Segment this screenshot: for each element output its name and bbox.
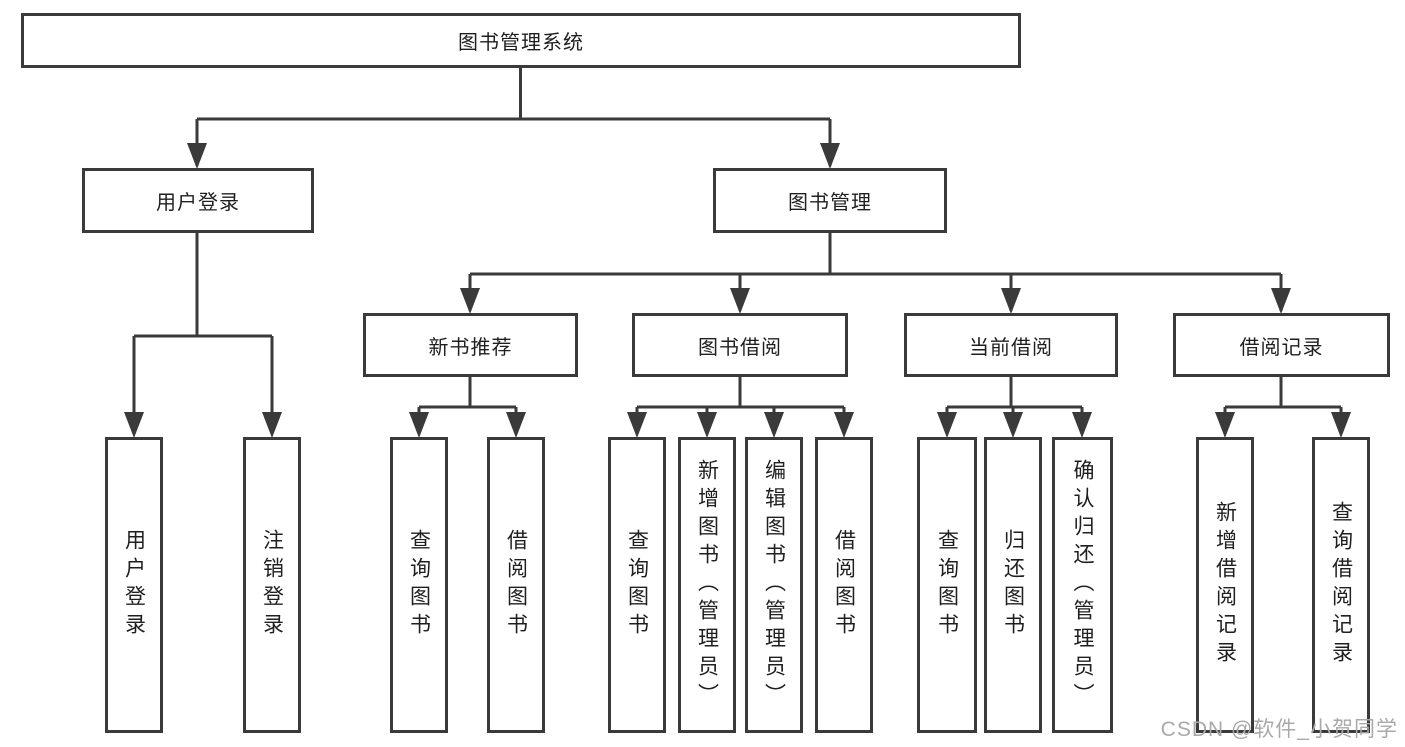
connector-book-borrowing-branch: [635, 376, 846, 434]
arrowhead: [627, 412, 647, 438]
connector-root-to-level1: [195, 68, 832, 166]
node-label: 查询图书: [935, 529, 959, 641]
leaf-confirm-return-admin: 确认归还（管理员）: [1052, 437, 1113, 733]
node-label: 确认归还（管理员）: [1071, 459, 1094, 711]
node-borrow-records: 借阅记录: [1173, 313, 1390, 377]
arrowhead: [820, 143, 840, 169]
arrowhead: [730, 288, 750, 314]
connector-borrow-records-branch: [1223, 376, 1343, 434]
arrowhead: [1072, 412, 1092, 438]
arrowheads: [124, 143, 1351, 438]
arrowhead: [124, 412, 144, 438]
arrowhead: [834, 412, 854, 438]
node-label: 查询图书: [625, 529, 649, 641]
node-label: 图书借阅: [698, 336, 782, 359]
leaf-query-books-1: 查询图书: [390, 437, 448, 733]
leaf-user-login: 用户登录: [105, 437, 163, 733]
connector-book-mgmt-branch: [468, 232, 1283, 311]
leaf-borrow-books-2: 借阅图书: [815, 437, 873, 733]
leaf-add-borrow-record: 新增借阅记录: [1196, 437, 1254, 733]
node-book-management: 图书管理: [713, 168, 947, 233]
arrowhead: [1331, 412, 1351, 438]
node-label: 用户登录: [122, 529, 146, 641]
arrowhead: [409, 412, 429, 438]
node-label: 查询图书: [407, 529, 431, 641]
connector-new-book-branch: [417, 376, 518, 434]
node-label: 归还图书: [1001, 529, 1025, 641]
node-label: 用户登录: [156, 192, 240, 214]
leaf-borrow-books-1: 借阅图书: [487, 437, 545, 733]
node-user-login: 用户登录: [82, 168, 314, 233]
arrowhead: [262, 412, 282, 438]
node-current-borrowing: 当前借阅: [904, 313, 1118, 377]
node-label: 新增图书（管理员）: [695, 459, 719, 711]
leaf-return-books: 归还图书: [984, 437, 1042, 733]
leaf-logout: 注销登录: [243, 437, 301, 733]
arrowhead: [1001, 288, 1021, 314]
arrowhead: [187, 143, 207, 169]
leaf-edit-book-admin: 编辑图书（管理员）: [745, 437, 803, 733]
leaf-query-books-2: 查询图书: [608, 437, 666, 733]
node-label: 新增借阅记录: [1213, 501, 1237, 669]
node-label: 新书推荐: [428, 336, 513, 359]
arrowhead: [764, 412, 784, 438]
arrowhead: [1271, 288, 1291, 314]
arrowhead: [697, 412, 717, 438]
node-book-borrowing: 图书借阅: [632, 313, 848, 377]
node-label: 注销登录: [260, 529, 284, 641]
leaf-query-borrow-record: 查询借阅记录: [1312, 437, 1370, 733]
arrowhead: [460, 288, 480, 314]
arrowhead: [1003, 412, 1023, 438]
connector-user-login-branch: [132, 232, 274, 434]
node-label: 当前借阅: [969, 336, 1053, 359]
node-label: 图书管理系统: [458, 32, 584, 54]
node-label: 图书管理: [788, 192, 872, 214]
arrowhead: [937, 412, 957, 438]
node-library-management-system: 图书管理系统: [21, 13, 1021, 68]
node-label: 借阅图书: [504, 529, 528, 641]
node-label: 查询借阅记录: [1329, 501, 1353, 669]
arrowhead: [1215, 412, 1235, 438]
node-label: 借阅记录: [1239, 336, 1324, 359]
leaf-query-books-3: 查询图书: [917, 437, 977, 733]
csdn-watermark: CSDN @软件_小贺同学: [1160, 718, 1398, 741]
arrowhead: [506, 412, 526, 438]
node-label: 编辑图书（管理员）: [762, 459, 786, 711]
node-label: 借阅图书: [832, 529, 856, 641]
node-new-book-recommend: 新书推荐: [363, 313, 578, 377]
leaf-add-book-admin: 新增图书（管理员）: [678, 437, 736, 733]
